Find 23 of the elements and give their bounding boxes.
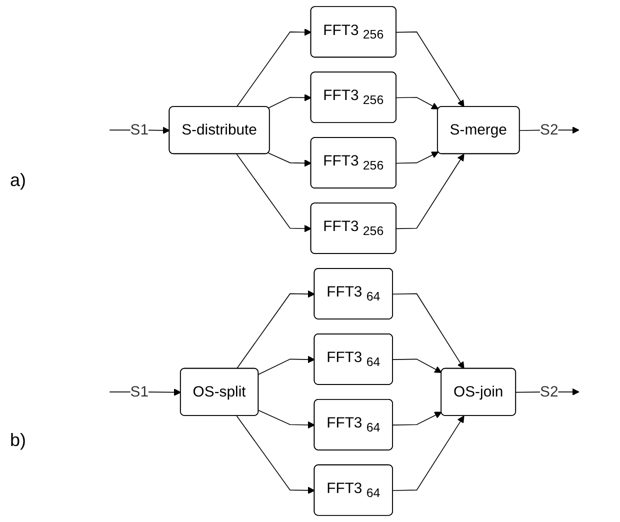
edge-label: S2	[540, 121, 558, 138]
arrow	[236, 416, 315, 494]
arrow	[396, 154, 464, 230]
edge-label: S1	[130, 383, 149, 400]
edge-label: S1	[130, 121, 149, 138]
arrow	[392, 358, 442, 373]
arrow	[396, 31, 464, 108]
arrow	[392, 293, 464, 370]
arrow	[396, 96, 439, 110]
arrow	[268, 94, 312, 108]
panel-label: a)	[10, 170, 26, 191]
arrow	[236, 28, 312, 108]
arrow	[396, 152, 439, 164]
edge-label: S2	[540, 383, 558, 400]
arrow	[258, 356, 315, 375]
arrow	[392, 412, 442, 426]
arrow	[236, 290, 315, 370]
panel-label: b)	[10, 430, 26, 451]
arrow	[236, 154, 312, 232]
arrow	[392, 416, 464, 491]
arrow	[519, 126, 580, 134]
arrow	[268, 152, 312, 167]
arrow	[258, 410, 315, 429]
